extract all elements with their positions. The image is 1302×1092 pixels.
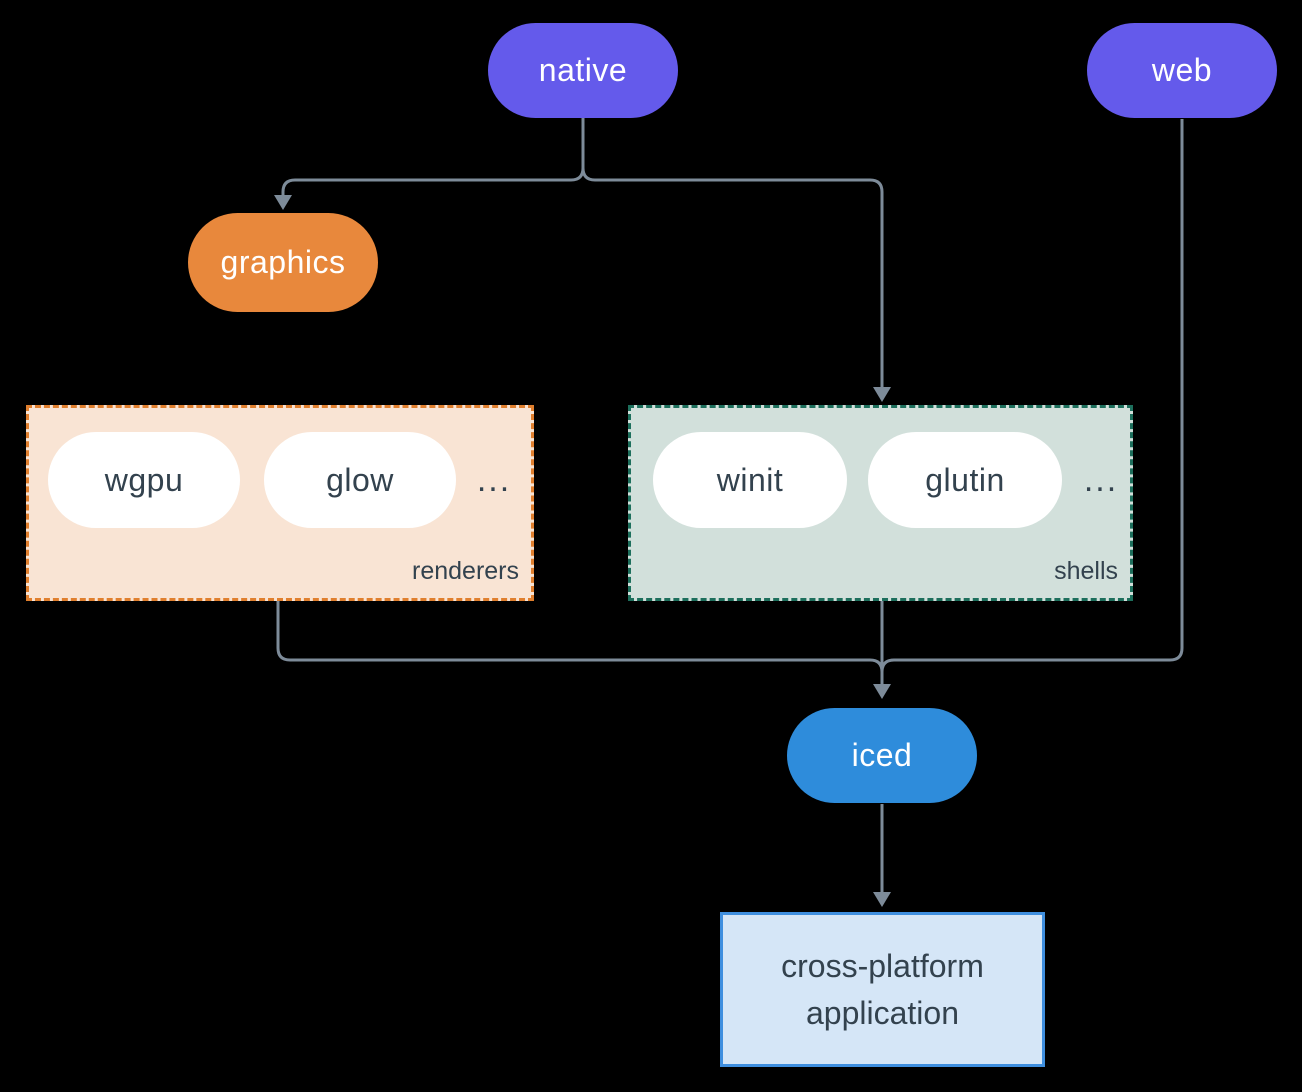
group-renderers: wgpu glow ... renderers: [26, 405, 534, 601]
node-application: cross-platform application: [720, 912, 1045, 1067]
node-iced: iced: [787, 708, 977, 803]
node-wgpu: wgpu: [48, 432, 240, 528]
node-glutin: glutin: [868, 432, 1062, 528]
node-web-label: web: [1151, 52, 1213, 88]
node-winit-label: winit: [716, 461, 784, 498]
node-winit: winit: [653, 432, 847, 528]
node-graphics-label: graphics: [220, 244, 346, 280]
node-glow-label: glow: [326, 461, 394, 498]
group-shells: winit glutin ... shells: [628, 405, 1133, 601]
node-glutin-label: glutin: [925, 461, 1005, 498]
arrowhead-application: [873, 892, 891, 907]
node-web: web: [1087, 23, 1277, 118]
node-application-label: cross-platform application: [781, 948, 984, 1031]
node-graphics: graphics: [188, 213, 378, 312]
shells-ellipsis: ...: [1083, 460, 1119, 499]
node-wgpu-label: wgpu: [104, 461, 184, 498]
edge-native-graphics: [281, 118, 585, 196]
arrowhead-iced: [873, 684, 891, 699]
arrowhead-graphics: [274, 195, 292, 210]
arrowhead-shells: [873, 387, 891, 402]
renderers-ellipsis: ...: [476, 460, 512, 499]
node-native-label: native: [538, 52, 628, 88]
node-native: native: [488, 23, 678, 118]
node-iced-label: iced: [851, 737, 913, 773]
edge-native-shells: [581, 118, 884, 388]
node-glow: glow: [264, 432, 456, 528]
shells-group-label: shells: [1054, 557, 1118, 585]
edge-renderers-iced: [276, 601, 884, 684]
renderers-group-label: renderers: [412, 557, 519, 585]
